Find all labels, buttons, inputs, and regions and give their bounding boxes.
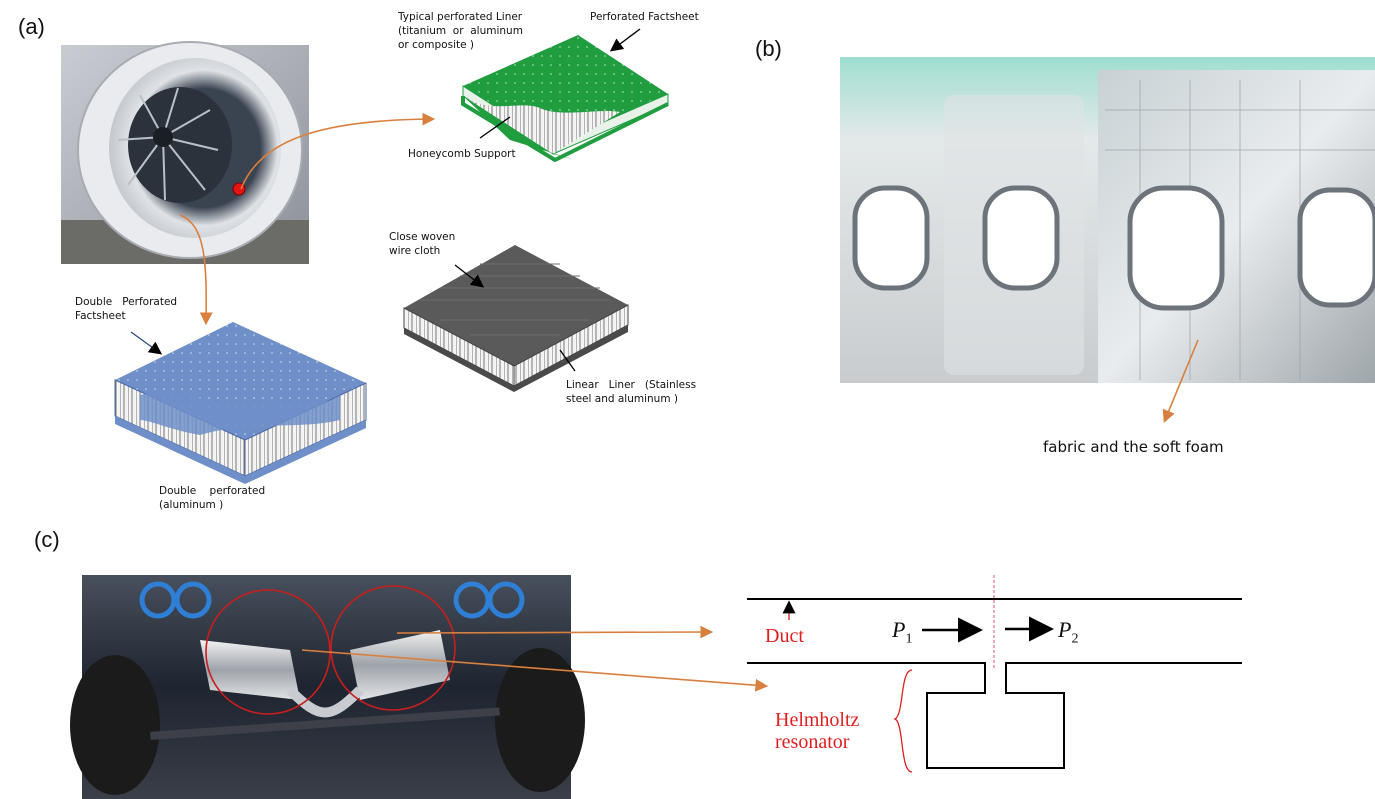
helmholtz-schematic — [747, 575, 1242, 773]
label-double-perf-factsheet: Double Perforated Factsheet — [75, 296, 178, 322]
panel-label-c: (c) — [34, 527, 60, 552]
pointer-close-woven — [454, 264, 485, 288]
panel-label-b: (b) — [755, 36, 782, 61]
label-fabric-foam: fabric and the soft foam — [1043, 438, 1224, 456]
arrow-engine-to-green — [240, 112, 436, 190]
arrow-to-resonator — [301, 649, 769, 692]
blue-liner-diagram — [114, 322, 367, 484]
circle-right-muffler — [330, 585, 456, 711]
label-p1: P1 — [892, 617, 913, 647]
pointer-perforated-factsheet — [609, 28, 641, 52]
pointer-linear-liner — [559, 349, 576, 372]
label-double-perf-aluminum: Double perforated (aluminum ) — [159, 485, 266, 511]
label-honeycomb-support: Honeycomb Support — [408, 148, 516, 160]
label-duct: Duct — [765, 625, 804, 647]
green-liner-diagram — [461, 35, 669, 163]
label-helmholtz: Helmholtz resonator — [775, 709, 860, 753]
panel-label-a: (a) — [18, 14, 45, 39]
arrow-to-duct — [396, 625, 714, 639]
label-perforated-factsheet: Perforated Factsheet — [590, 11, 699, 23]
exhaust-photo — [70, 575, 585, 799]
arrow-engine-to-blue — [179, 214, 213, 326]
label-close-woven: Close woven wire cloth — [389, 231, 456, 257]
arrow-foam — [1162, 339, 1199, 423]
pointer-honeycomb — [479, 116, 511, 139]
pointer-double-factsheet — [130, 331, 163, 355]
engine-photo — [61, 41, 309, 264]
label-typical-liner: Typical perforated Liner (titanium or al… — [398, 11, 523, 51]
label-linear-liner: Linear Liner (Stainless steel and alumin… — [566, 379, 697, 405]
label-p2: P2 — [1058, 617, 1079, 647]
grey-liner-diagram — [403, 245, 629, 392]
cabin-photo — [840, 57, 1375, 383]
